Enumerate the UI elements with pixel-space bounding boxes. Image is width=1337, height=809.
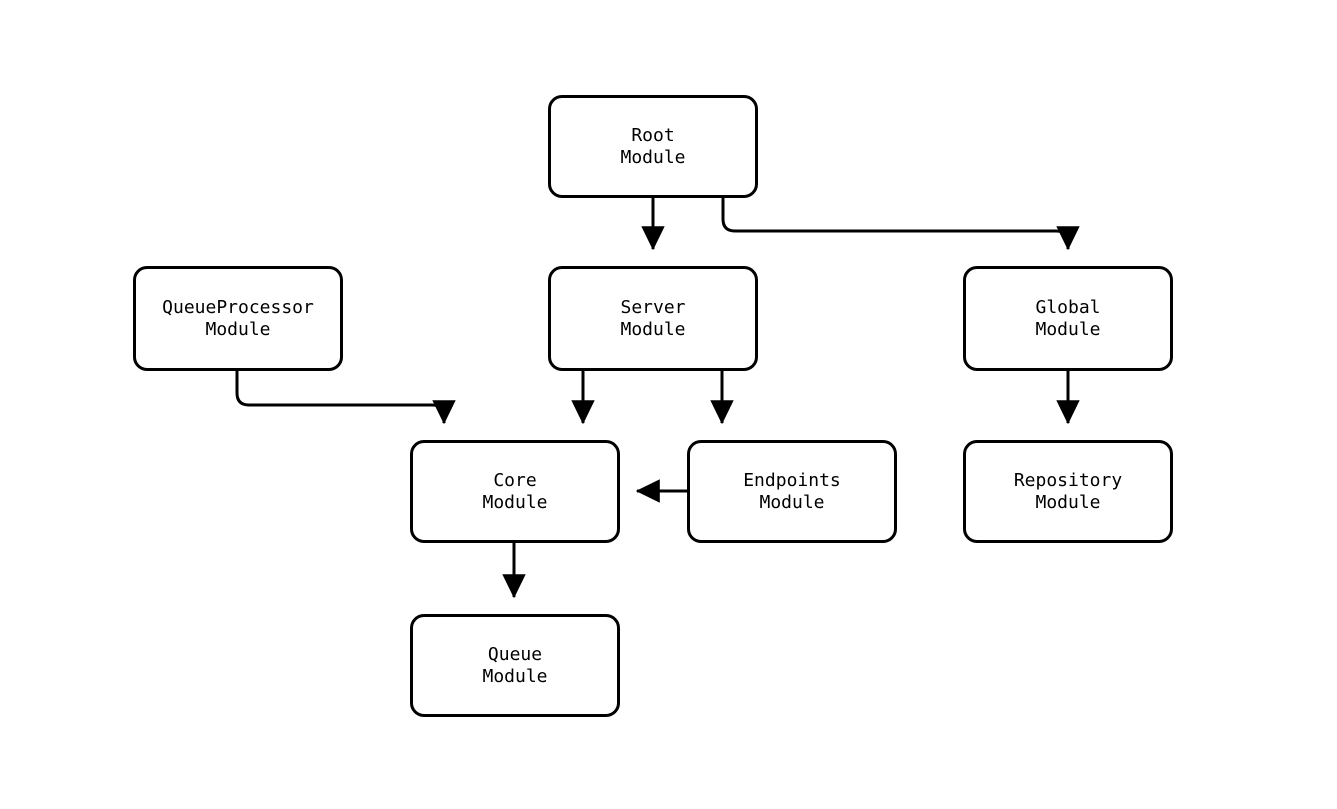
node-server-module-line1: Server [620, 296, 686, 318]
node-endpoints-module-line1: Endpoints [743, 469, 841, 491]
node-repository-module-line2: Module [1035, 491, 1101, 513]
node-global-module-line2: Module [1035, 318, 1101, 340]
node-root-module-line1: Root [631, 124, 675, 146]
edge-root-global [721, 198, 1080, 251]
node-core-module[interactable]: Core Module [410, 440, 620, 543]
node-queueprocessor-module-line2: Module [205, 318, 271, 340]
edge-queueprocessor-core [235, 371, 456, 425]
node-server-module[interactable]: Server Module [548, 266, 758, 371]
node-root-module-line2: Module [620, 146, 686, 168]
node-queue-module-line2: Module [482, 665, 548, 687]
node-repository-module-line1: Repository [1013, 469, 1123, 491]
node-queueprocessor-module-line1: QueueProcessor [162, 296, 314, 318]
node-repository-module[interactable]: Repository Module [963, 440, 1173, 543]
node-global-module-line1: Global [1035, 296, 1101, 318]
node-queue-module-line1: Queue [487, 643, 543, 665]
node-core-module-line1: Core [493, 469, 537, 491]
node-core-module-line2: Module [482, 491, 548, 513]
node-endpoints-module[interactable]: Endpoints Module [687, 440, 897, 543]
node-endpoints-module-line2: Module [759, 491, 825, 513]
node-global-module[interactable]: Global Module [963, 266, 1173, 371]
node-queue-module[interactable]: Queue Module [410, 614, 620, 717]
node-queueprocessor-module[interactable]: QueueProcessor Module [133, 266, 343, 371]
node-server-module-line2: Module [620, 318, 686, 340]
node-root-module[interactable]: Root Module [548, 95, 758, 198]
